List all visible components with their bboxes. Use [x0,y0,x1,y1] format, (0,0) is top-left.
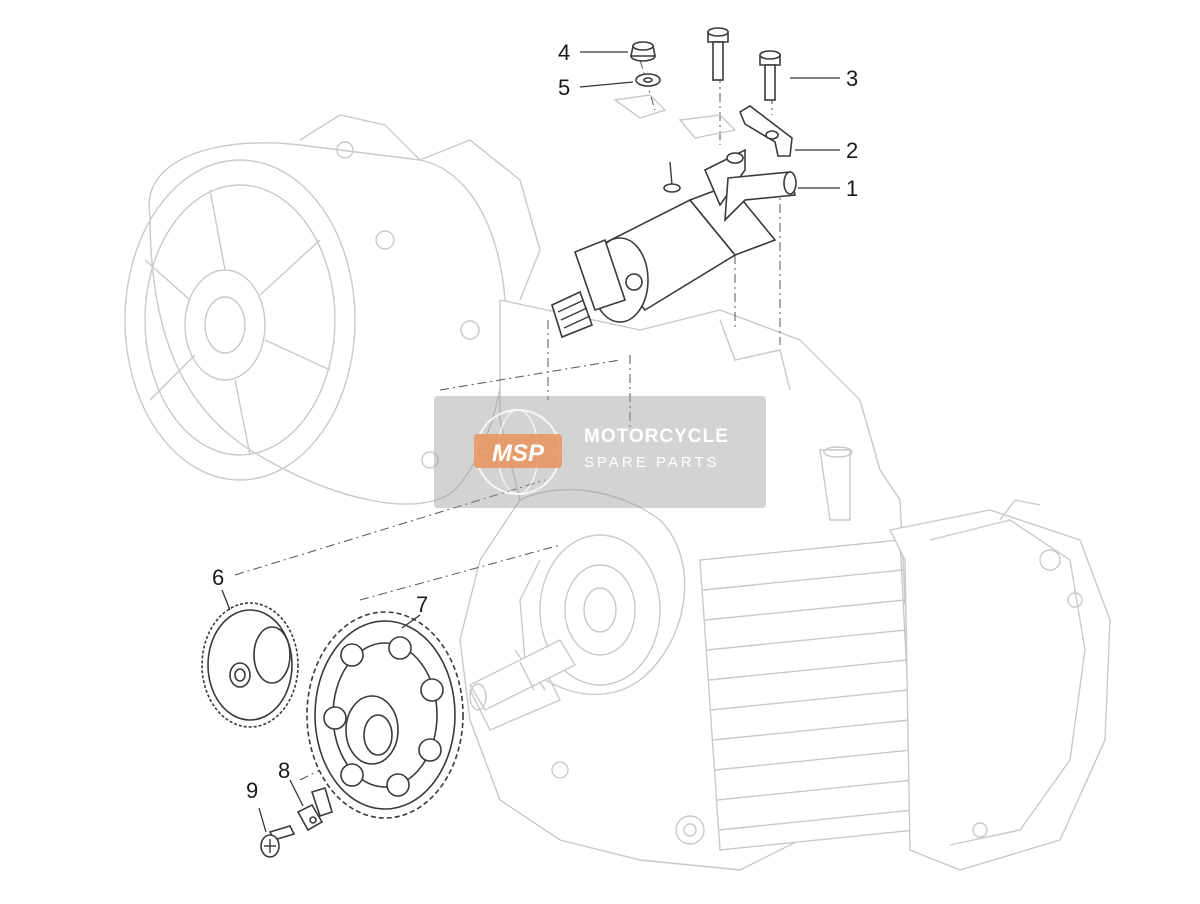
callout-6: 6 [212,565,224,590]
callout-8: 8 [278,758,290,783]
watermark-title: MOTORCYCLE [584,426,729,447]
screw[interactable] [260,825,296,858]
msp-logo-icon: MSP [474,409,562,495]
callout-7: 7 [416,592,428,617]
crankshaft [469,639,576,711]
retaining-clip[interactable] [296,786,333,832]
callout-3: 3 [846,66,858,91]
washer[interactable] [635,73,661,87]
callouts: 1 2 3 4 5 6 7 8 9 [212,40,858,803]
flange-nut[interactable] [630,41,656,62]
starter-motor[interactable] [551,148,797,339]
cylinder [699,539,916,851]
leaders [221,51,840,833]
watermark: MSP MOTORCYCLE SPARE PARTS [434,396,766,508]
ghost-engine [124,114,1111,871]
cylinder-head [888,499,1111,871]
bolt-short[interactable] [759,50,781,101]
callout-1: 1 [846,176,858,201]
callout-2: 2 [846,138,858,163]
flywheel-cover [124,114,541,505]
logo-text: MSP [492,440,545,467]
callout-4: 4 [558,40,570,65]
ring-gear[interactable] [306,611,464,819]
watermark-subtitle: SPARE PARTS [584,454,720,471]
callout-5: 5 [558,75,570,100]
bolt-long[interactable] [707,27,729,81]
cable-terminals [613,94,737,139]
idler-gear[interactable] [201,602,299,728]
bracket[interactable] [738,105,793,157]
callout-9: 9 [246,778,258,803]
